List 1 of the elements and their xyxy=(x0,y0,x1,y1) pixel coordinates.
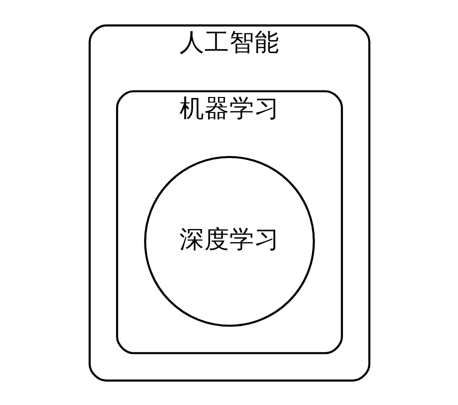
node-circle: 深度学习 xyxy=(144,156,314,326)
